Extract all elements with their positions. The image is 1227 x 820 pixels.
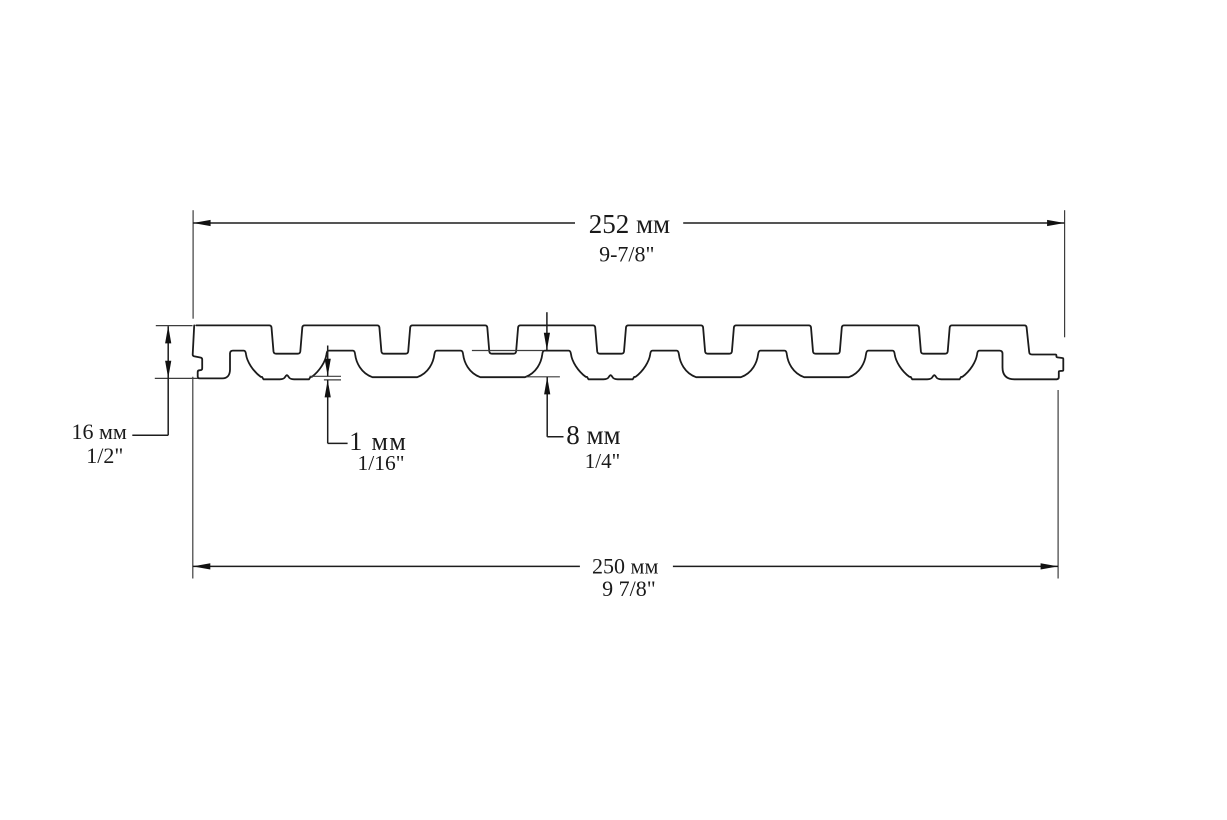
svg-text:252 мм: 252 мм [589, 209, 670, 239]
svg-text:1 мм: 1 мм [349, 427, 407, 456]
svg-text:1/4": 1/4" [585, 449, 620, 473]
svg-text:250 мм: 250 мм [592, 553, 658, 578]
svg-text:9 7/8": 9 7/8" [602, 576, 656, 601]
svg-text:9-7/8": 9-7/8" [599, 242, 654, 267]
svg-text:1/16": 1/16" [358, 451, 405, 475]
svg-text:16 мм: 16 мм [72, 419, 127, 444]
svg-text:1/2": 1/2" [86, 443, 123, 468]
svg-text:8 мм: 8 мм [566, 420, 620, 450]
